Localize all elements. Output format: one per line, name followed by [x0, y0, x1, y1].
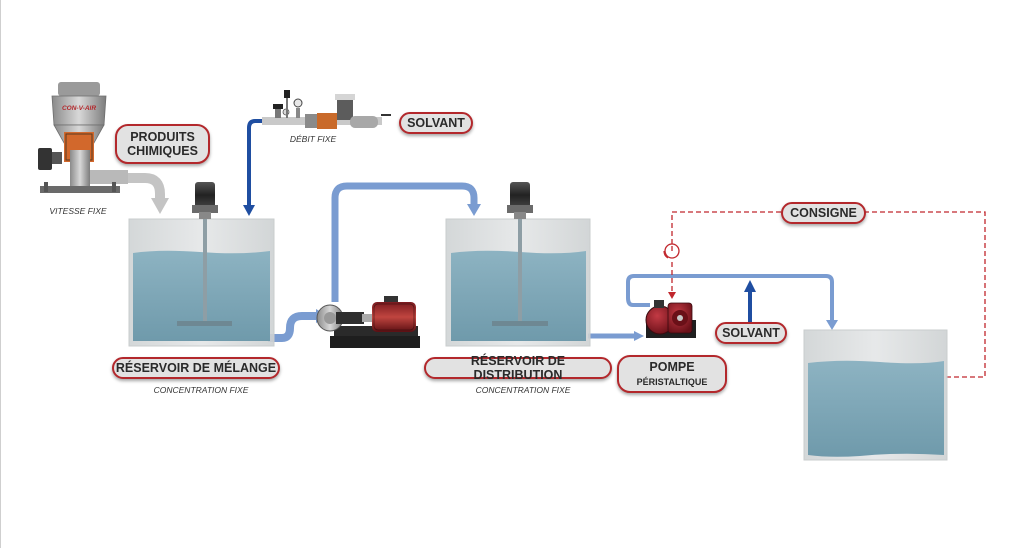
solvent-flow-skid: [262, 90, 391, 129]
peristaltic-pump-label: POMPE péristaltique: [617, 355, 727, 393]
solvent-label-top-text: SOLVANT: [407, 115, 465, 130]
setpoint-control-line: [668, 211, 986, 378]
solvent-label-right: SOLVANT: [715, 322, 787, 344]
left-border: [0, 0, 1, 548]
chemicals-feed-pipe: [128, 173, 169, 214]
peristaltic-discharge-pipe: [626, 274, 838, 330]
distribution-tank: [445, 182, 591, 347]
chemicals-label-line2: CHIMIQUES: [127, 144, 198, 158]
peristaltic-pump: [645, 300, 696, 338]
solvent-label-right-text: SOLVANT: [722, 325, 780, 340]
mixing-tank-label-text: RÉSERVOIR DE MÉLANGE: [115, 360, 277, 375]
transfer-pipe-to-distribution: [331, 182, 481, 302]
distribution-outlet-pipe: [588, 331, 644, 341]
peristaltic-pump-label-line2: péristaltique: [636, 374, 708, 388]
distribution-tank-label-text: RÉSERVOIR DE DISTRIBUTION: [470, 353, 566, 382]
solvent-injection-arrow: [744, 280, 756, 322]
speed-control-icon: [663, 243, 680, 259]
mixing-tank-label: RÉSERVOIR DE MÉLANGE: [112, 357, 280, 379]
feeder-brand-text: CON-V-AIR: [62, 105, 96, 112]
centrifugal-pump: [316, 296, 420, 348]
chemicals-label: PRODUITS CHIMIQUES: [115, 124, 210, 164]
fixed-speed-caption: VITESSE FIXE: [49, 206, 107, 216]
setpoint-label: CONSIGNE: [781, 202, 866, 224]
fixed-flow-caption: DÉBIT FIXE: [289, 134, 337, 144]
solvent-label-top: SOLVANT: [399, 112, 473, 134]
mixing-tank: [128, 182, 275, 347]
mixing-concentration-caption: CONCENTRATION FIXE: [153, 385, 249, 395]
solvent-pipe-to-mixing: [243, 119, 262, 216]
peristaltic-pump-label-line1: POMPE: [649, 359, 695, 374]
distribution-tank-label: RÉSERVOIR DE DISTRIBUTION: [424, 354, 612, 382]
chemical-feeder: CON-V-AIR: [38, 82, 128, 193]
final-tank: [803, 329, 948, 461]
chemicals-label-line1: PRODUITS: [130, 129, 195, 144]
distribution-concentration-caption: CONCENTRATION FIXE: [475, 385, 571, 395]
setpoint-label-text: CONSIGNE: [790, 205, 857, 220]
